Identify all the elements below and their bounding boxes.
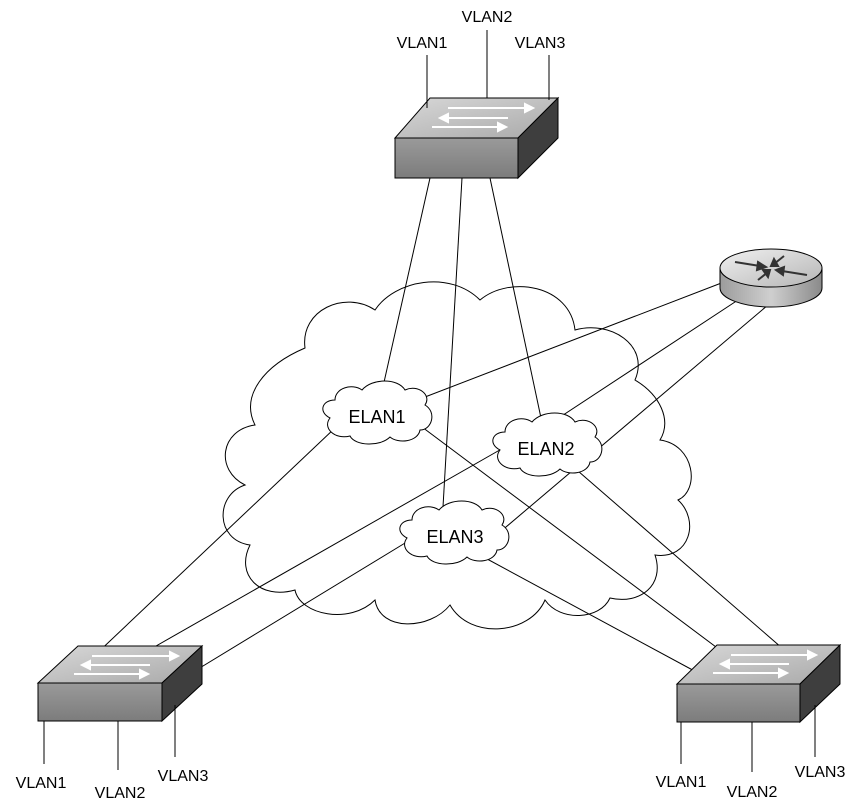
elan3-label: ELAN3 xyxy=(426,527,483,547)
link-router-elan1 xyxy=(411,281,725,403)
link-top-elan2 xyxy=(489,177,542,419)
link-top-elan3 xyxy=(442,177,463,508)
switch-icon xyxy=(675,643,842,724)
elan1-cloud: ELAN1 xyxy=(322,380,433,445)
elan1-label: ELAN1 xyxy=(348,407,405,427)
router-icon xyxy=(719,248,823,308)
connections xyxy=(91,177,783,681)
link-br-elan2 xyxy=(577,470,783,649)
link-br-elan1 xyxy=(421,426,721,651)
elan2-cloud: ELAN2 xyxy=(492,412,603,477)
atm-cloud xyxy=(222,281,692,630)
br-vlan2-label: VLAN2 xyxy=(727,784,778,801)
top-vlan1-label: VLAN1 xyxy=(397,35,448,52)
top-vlan2-label: VLAN2 xyxy=(462,9,513,26)
link-bl-elan2 xyxy=(134,446,506,659)
elan2-label: ELAN2 xyxy=(517,439,574,459)
switch-icon xyxy=(393,96,560,180)
switch-icon xyxy=(36,644,204,723)
link-br-elan3 xyxy=(475,552,701,675)
bl-vlan2-label: VLAN2 xyxy=(95,785,146,802)
link-bl-elan1 xyxy=(91,427,336,659)
link-bl-elan3 xyxy=(179,539,411,681)
link-top-elan1 xyxy=(379,177,431,401)
bl-vlan3-label: VLAN3 xyxy=(158,768,209,785)
bl-vlan1-label: VLAN1 xyxy=(16,775,67,792)
router xyxy=(719,248,823,308)
elan3-cloud: ELAN3 xyxy=(399,500,510,565)
top-vlan3-label: VLAN3 xyxy=(515,35,566,52)
switch-top: VLAN1 VLAN2 VLAN3 xyxy=(393,9,566,180)
br-vlan1-label: VLAN1 xyxy=(656,774,707,791)
link-router-elan3 xyxy=(492,304,769,539)
switch-bottom-right: VLAN1 VLAN2 VLAN3 xyxy=(656,643,846,801)
br-vlan3-label: VLAN3 xyxy=(795,764,846,781)
switch-bottom-left: VLAN1 VLAN2 VLAN3 xyxy=(16,644,209,802)
